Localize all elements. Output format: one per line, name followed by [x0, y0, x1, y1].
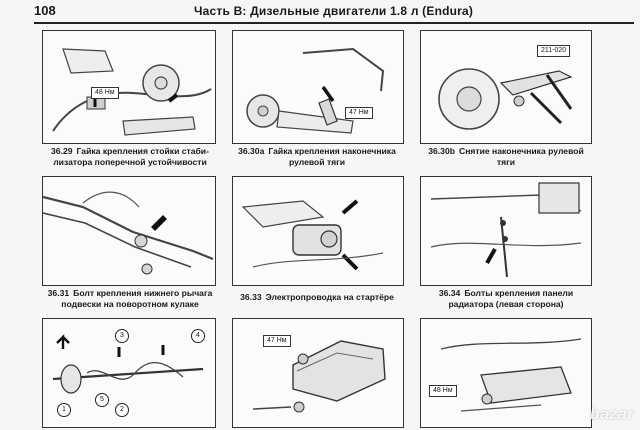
caption-line-1: Гайка крепления наконечника: [268, 146, 396, 156]
figure-36-29-illustration: 48 Нм: [42, 30, 216, 144]
caption-line-1: Болт крепления нижнего рычага: [73, 288, 213, 298]
figure-number: 36.31: [47, 288, 70, 298]
caption-line-2: рулевой тяги: [288, 157, 346, 167]
callout-4: 4: [191, 329, 205, 343]
figure-39-illustration: 48 Нм: [420, 318, 592, 428]
figure-number: 36.29: [51, 146, 73, 156]
callout-3: 3: [115, 329, 129, 343]
caption-line-1: Электропроводка на стартёре: [265, 292, 394, 302]
figure-37-illustration: 1 2 3 4 5: [42, 318, 216, 428]
callout-2: 2: [115, 403, 129, 417]
caption-line-1: Гайка крепления стойки стаби-: [76, 146, 209, 156]
figure-number: 36.33: [240, 292, 262, 302]
figure-36-31-illustration: [42, 176, 216, 286]
figure-36-34-illustration: [420, 176, 592, 286]
callout-1: 1: [57, 403, 71, 417]
watermark: bazar: [589, 406, 634, 423]
caption-line-2: радиатора (левая сторона): [448, 299, 564, 309]
caption-line-1: Болты крепления панели: [464, 288, 574, 298]
caption-line-2: тяги: [496, 157, 516, 167]
torque-label: 48 Нм: [91, 87, 119, 99]
caption-line-2: лизатора поперечной устойчивости: [53, 157, 207, 167]
figure-number: 36.30b: [428, 146, 455, 156]
page-number: 108: [34, 3, 56, 18]
figure-36-30a-illustration: 47 Нм: [232, 30, 404, 144]
tool-reference-label: 211-020: [537, 45, 571, 57]
figure-38-illustration: 47 Нм: [232, 318, 404, 428]
figure-number: 36.34: [438, 288, 461, 298]
torque-label: 47 Нм: [345, 107, 373, 119]
figure-36-30b-illustration: 211-020: [420, 30, 592, 144]
figure-number: 36.30a: [238, 146, 265, 156]
figure-36-33-illustration: [232, 176, 404, 286]
torque-label: 48 Нм: [429, 385, 457, 397]
page-header: 108 Часть B: Дизельные двигатели 1.8 л (…: [34, 2, 634, 24]
torque-label: 47 Нм: [263, 335, 291, 347]
running-title: Часть B: Дизельные двигатели 1.8 л (Endu…: [194, 4, 474, 18]
caption-line-1: Снятие наконечника рулевой: [458, 146, 584, 156]
caption-line-2: подвески на поворотном кулаке: [61, 299, 199, 309]
callout-5: 5: [95, 393, 109, 407]
